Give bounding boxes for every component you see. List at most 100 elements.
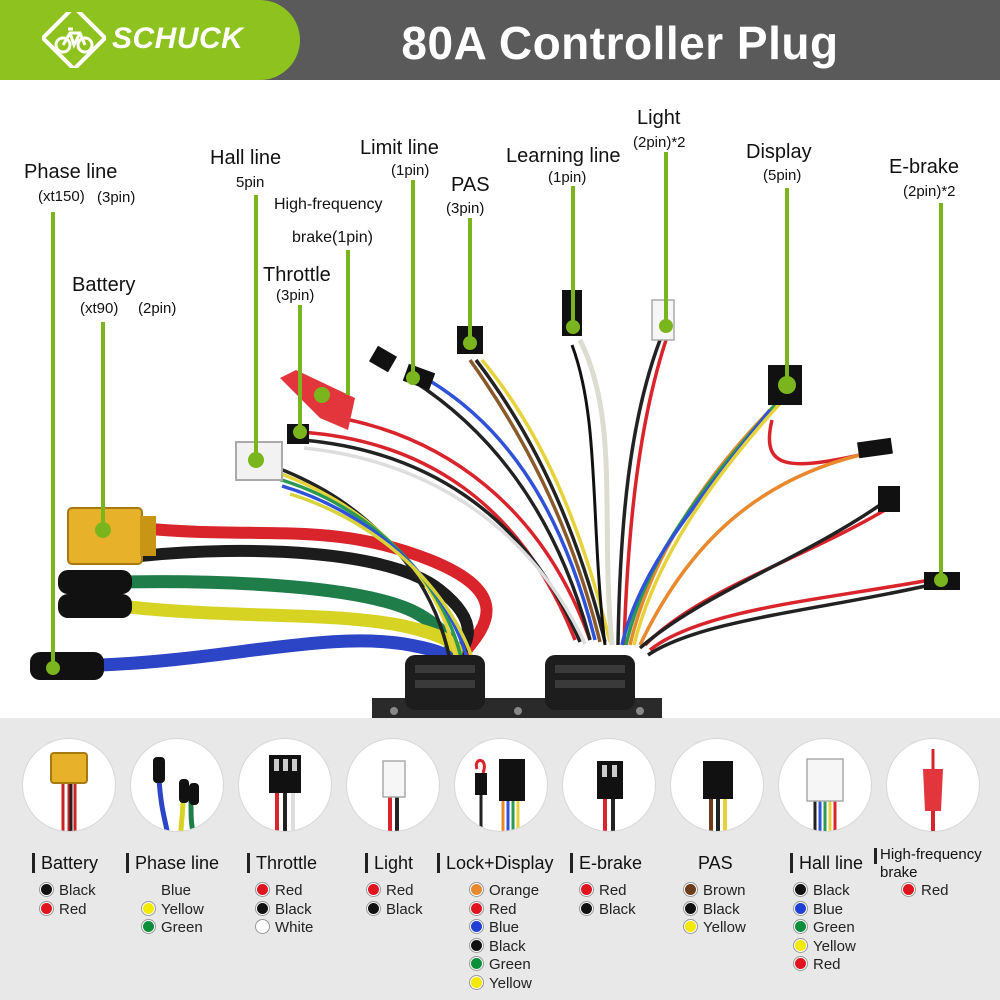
- color-dot: [580, 901, 593, 915]
- legend-list-pas: Brown Black Yellow: [684, 882, 746, 938]
- legend-list-lock-display: Orange Red Blue Black Green Yellow: [470, 882, 539, 993]
- callout-display-pins: (5pin): [763, 167, 802, 184]
- legend-title-pas: PAS: [698, 853, 733, 873]
- callout-light-pins: (2pin)*2: [633, 134, 686, 151]
- list-item: Black: [580, 901, 636, 920]
- legend-list-throttle: Red Black White: [256, 882, 313, 938]
- color-dot: [40, 883, 53, 896]
- legend-title-battery: Battery: [32, 853, 98, 873]
- callout-ebrake: E-brake: [889, 156, 960, 178]
- callout-learning-line: Learning line: [506, 145, 621, 167]
- callout-phase-line: Phase line: [24, 161, 118, 183]
- callout-battery-pins: (2pin): [138, 300, 177, 317]
- list-item: Red: [256, 882, 313, 901]
- callout-limit-line: Limit line: [360, 137, 439, 159]
- callout-learning-line-pins: (1pin): [548, 169, 587, 186]
- list-item: Yellow: [470, 975, 539, 994]
- legend-list-light: Red Black: [367, 882, 423, 919]
- list-item: Red: [580, 882, 636, 901]
- callout-hall-line: Hall line: [210, 147, 282, 169]
- color-dot: [142, 901, 155, 915]
- color-dot: [470, 883, 483, 896]
- brand-name: SCHUCK: [112, 22, 244, 55]
- ebrake-connector-icon: [562, 738, 656, 832]
- legend-title-throttle: Throttle: [247, 853, 317, 873]
- cable-gland-right: [545, 655, 635, 710]
- color-dot: [580, 883, 593, 896]
- list-item: Orange: [470, 882, 539, 901]
- color-dot: [367, 883, 380, 896]
- list-item: Red: [794, 956, 856, 975]
- callout-hf-brake-line1: High-frequency: [274, 196, 383, 213]
- legend-list-battery: Black Red: [40, 882, 96, 919]
- phase-connectors: [30, 570, 132, 680]
- legend-title-hall-line: Hall line: [790, 853, 863, 873]
- legend-list-phase-line: Blue Yellow Green: [142, 882, 204, 938]
- list-item: Green: [470, 956, 539, 975]
- legend-title-lock-display: Lock+Display: [437, 853, 554, 873]
- color-dot: [142, 920, 155, 933]
- ebrake-connector-2: [878, 486, 900, 512]
- wire-red-battery: [139, 522, 493, 669]
- list-item: Yellow: [142, 901, 204, 920]
- legend-list-hall-line: Black Blue Green Yellow Red: [794, 882, 856, 975]
- callout-pas: PAS: [451, 174, 490, 196]
- hall-connector-icon: [778, 738, 872, 832]
- callout-throttle: Throttle: [263, 264, 331, 286]
- color-dot: [256, 920, 269, 933]
- color-dot: [367, 901, 380, 915]
- color-dot: [794, 920, 807, 933]
- header-bar: SCHUCK 80A Controller Plug: [0, 0, 1000, 80]
- display-connector-icon: [454, 738, 548, 832]
- color-dot: [40, 901, 53, 915]
- list-item: Black: [470, 938, 539, 957]
- color-dot: [470, 975, 483, 989]
- list-item: Red: [367, 882, 423, 901]
- color-dot: [256, 901, 269, 915]
- color-dot: [794, 901, 807, 915]
- color-dot: [470, 957, 483, 970]
- color-dot: [794, 957, 807, 970]
- callout-pas-pins: (3pin): [446, 200, 485, 217]
- callout-limit-line-pins: (1pin): [391, 162, 430, 179]
- legend-title-ebrake: E-brake: [570, 853, 642, 873]
- list-item: Black: [256, 901, 313, 920]
- color-dot: [684, 920, 697, 933]
- wire-blue-phase: [99, 634, 457, 685]
- legend-list-ebrake: Red Black: [580, 882, 636, 919]
- ebrake-connector-1: [857, 437, 893, 459]
- callout-hall-line-pins: 5pin: [236, 174, 265, 191]
- legend-title-phase-line: Phase line: [126, 853, 219, 873]
- color-dot: [470, 920, 483, 933]
- list-item: White: [256, 919, 313, 938]
- legend-list-hf-brake: Red: [902, 882, 949, 901]
- throttle-connector-icon: [238, 738, 332, 832]
- list-item: Black: [794, 882, 856, 901]
- phase-connector-icon: [130, 738, 224, 832]
- brand-tab: SCHUCK: [0, 0, 300, 80]
- color-dot: [256, 883, 269, 896]
- bicycle-icon: [42, 12, 106, 68]
- hf-brake-connector-icon: [886, 738, 980, 832]
- callout-phase-line-pins: (3pin): [97, 189, 136, 206]
- list-item: Black: [684, 901, 746, 920]
- color-dot: [470, 901, 483, 915]
- list-item: Black: [40, 882, 96, 901]
- controller-harness-diagram: [30, 152, 960, 720]
- cable-gland-left: [405, 655, 485, 710]
- list-item: Blue: [470, 919, 539, 938]
- pas-connector-icon: [670, 738, 764, 832]
- xt90-connector: [67, 507, 156, 565]
- callout-throttle-pins: (3pin): [276, 287, 315, 304]
- list-item: Brown: [684, 882, 746, 901]
- legend-title-hf-brake: High-frequency brake: [874, 846, 1000, 882]
- list-item: Yellow: [794, 938, 856, 957]
- list-item: Blue: [161, 882, 192, 899]
- color-dot: [902, 883, 915, 896]
- list-item: Black: [367, 901, 423, 920]
- color-dot: [794, 883, 807, 896]
- list-item: Red: [902, 882, 949, 901]
- callout-phase-line-type: (xt150): [38, 188, 85, 205]
- color-dot: [684, 901, 697, 915]
- callout-hf-brake-line2: brake(1pin): [292, 229, 373, 246]
